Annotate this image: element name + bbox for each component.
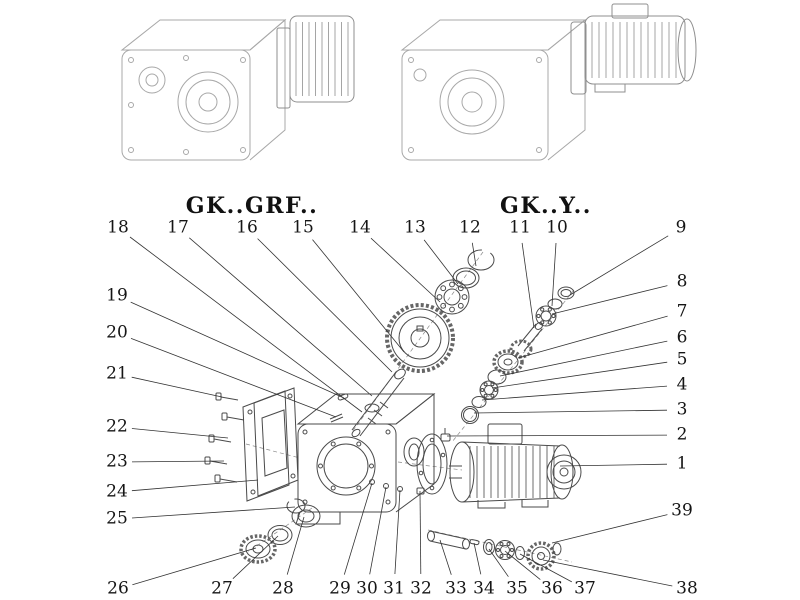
callout-23: 23 xyxy=(106,451,128,472)
leader-lines xyxy=(129,235,673,587)
callout-13: 13 xyxy=(404,217,426,238)
leader-line-36 xyxy=(504,550,541,580)
leader-line-37 xyxy=(519,553,572,583)
callout-30: 30 xyxy=(356,578,378,599)
callout-2: 2 xyxy=(676,424,688,445)
leader-line-38 xyxy=(542,559,673,587)
callout-37: 37 xyxy=(574,578,596,599)
leader-line-21 xyxy=(131,376,223,398)
leader-line-20 xyxy=(130,338,337,418)
leader-line-6 xyxy=(499,340,668,377)
leader-line-15 xyxy=(312,239,405,353)
exploded-view-drawing xyxy=(204,249,582,571)
leader-line-4 xyxy=(481,385,668,401)
leader-line-8 xyxy=(551,285,668,315)
output-cover-stack xyxy=(239,498,321,564)
leader-line-2 xyxy=(446,434,668,437)
leader-line-5 xyxy=(491,361,668,389)
leader-line-1 xyxy=(559,463,668,467)
gearbox-y-drawing xyxy=(400,3,697,161)
callout-35: 35 xyxy=(506,578,528,599)
callout-11: 11 xyxy=(509,217,531,238)
callout-24: 24 xyxy=(106,481,128,502)
leader-line-13 xyxy=(423,239,459,285)
callout-14: 14 xyxy=(349,217,371,238)
callout-32: 32 xyxy=(410,578,432,599)
variant-label-y: GK..Y.. xyxy=(500,193,592,219)
callout-21: 21 xyxy=(106,363,128,384)
callout-16: 16 xyxy=(236,217,258,238)
leader-line-16 xyxy=(257,238,393,373)
electric-motor xyxy=(449,423,582,509)
leader-line-10 xyxy=(551,242,557,307)
callout-8: 8 xyxy=(676,271,688,292)
leader-line-17 xyxy=(189,237,373,397)
leader-line-33 xyxy=(439,539,452,575)
callout-26: 26 xyxy=(107,578,129,599)
bevel-gear-and-bearing xyxy=(385,249,495,373)
callout-25: 25 xyxy=(106,508,128,529)
gear-housing xyxy=(295,392,436,525)
input-pinion-shaft xyxy=(329,368,406,438)
callout-5: 5 xyxy=(676,349,688,370)
callout-22: 22 xyxy=(106,416,128,437)
leader-line-11 xyxy=(521,242,535,329)
leader-line-7 xyxy=(517,315,668,359)
leader-line-18 xyxy=(129,236,363,413)
leader-line-32 xyxy=(419,490,422,575)
callout-31: 31 xyxy=(383,578,405,599)
leader-line-9 xyxy=(569,235,669,296)
leader-line-12 xyxy=(471,242,477,267)
leader-line-31 xyxy=(394,489,401,575)
callout-29: 29 xyxy=(329,578,351,599)
callout-7: 7 xyxy=(676,301,688,322)
adapter-flange xyxy=(416,428,451,495)
callout-39: 39 xyxy=(671,500,693,521)
leader-line-19 xyxy=(130,301,345,399)
callout-18: 18 xyxy=(107,217,129,238)
leader-line-3 xyxy=(473,409,668,414)
leader-line-26 xyxy=(132,547,257,586)
callout-3: 3 xyxy=(676,399,688,420)
callout-1: 1 xyxy=(676,453,688,474)
leader-line-35 xyxy=(488,548,509,577)
callout-6: 6 xyxy=(676,327,688,348)
callout-33: 33 xyxy=(445,578,467,599)
callout-17: 17 xyxy=(167,217,189,238)
callout-34: 34 xyxy=(473,578,495,599)
leader-line-39 xyxy=(551,514,668,544)
output-shaft-stack xyxy=(427,530,562,571)
leader-line-29 xyxy=(343,482,373,575)
leader-line-30 xyxy=(369,486,387,575)
intermediate-pinion-cluster xyxy=(461,286,575,424)
leader-line-34 xyxy=(473,542,482,575)
callout-36: 36 xyxy=(541,578,563,599)
leader-line-14 xyxy=(370,237,441,303)
callout-38: 38 xyxy=(676,578,698,599)
leader-line-28 xyxy=(286,516,305,575)
callout-4: 4 xyxy=(676,374,688,395)
callout-9: 9 xyxy=(675,217,687,238)
leader-line-23 xyxy=(131,460,225,463)
small-fasteners xyxy=(369,479,425,495)
leader-line-22 xyxy=(131,428,229,439)
leader-line-24 xyxy=(131,479,259,492)
callout-27: 27 xyxy=(211,578,233,599)
variant-label-grf: GK..GRF.. xyxy=(185,193,319,219)
callout-10: 10 xyxy=(546,217,568,238)
callout-28: 28 xyxy=(272,578,294,599)
callout-20: 20 xyxy=(106,322,128,343)
leader-line-27 xyxy=(232,535,279,579)
callout-19: 19 xyxy=(106,285,128,306)
callout-12: 12 xyxy=(459,217,481,238)
cover-plate-and-gasket xyxy=(242,387,299,502)
gearbox-grf-drawing xyxy=(120,15,355,161)
callout-15: 15 xyxy=(292,217,314,238)
leader-line-25 xyxy=(131,506,296,519)
